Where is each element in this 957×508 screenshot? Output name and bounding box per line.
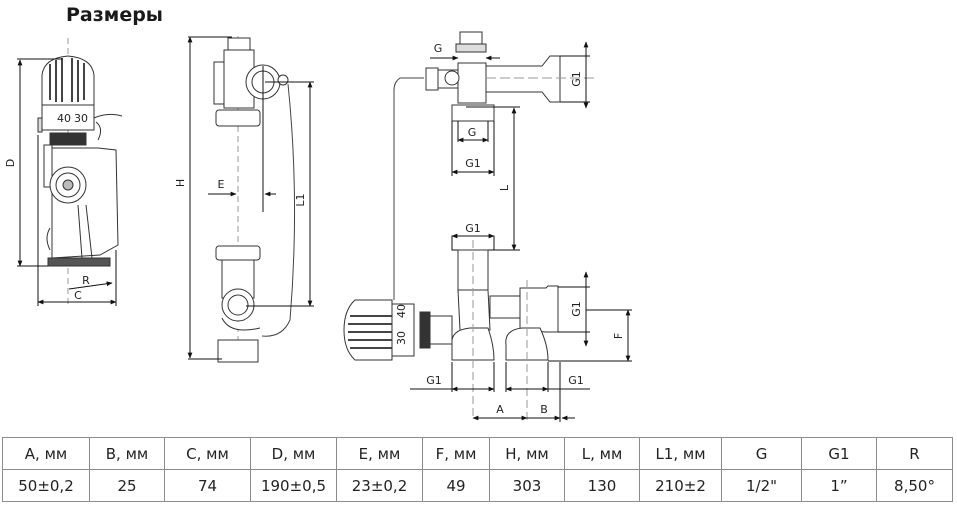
header-cell-l1: L1, мм xyxy=(639,437,722,470)
label-d: D xyxy=(4,159,17,167)
header-cell-f: F, мм xyxy=(422,437,490,470)
label-g1-mid-top: G1 xyxy=(465,157,481,170)
header-cell-a: A, мм xyxy=(2,437,90,470)
value-cell-f: 49 xyxy=(422,469,490,502)
table-values-row: 50±0,2 25 74 190±0,5 23±0,2 49 303 130 2… xyxy=(2,469,953,502)
header-cell-e: E, мм xyxy=(336,437,423,470)
header-cell-h: H, мм xyxy=(489,437,565,470)
label-c: C xyxy=(74,289,82,302)
knob-scale-30: 30 xyxy=(74,112,88,125)
label-l: L xyxy=(498,184,511,191)
label-g1-bottom-left: G1 xyxy=(426,374,442,387)
table-header-row: A, мм B, мм C, мм D, мм E, мм F, мм H, м… xyxy=(2,437,953,470)
value-cell-g: 1/2" xyxy=(721,469,802,502)
label-g1-mid-bottom: G1 xyxy=(465,222,481,235)
header-cell-g1: G1 xyxy=(801,437,877,470)
header-cell-b: B, мм xyxy=(89,437,165,470)
label-a: A xyxy=(496,403,504,416)
value-cell-b: 25 xyxy=(89,469,165,502)
label-g-mid: G xyxy=(468,126,477,139)
knob-scale-40-side: 40 xyxy=(395,304,408,318)
dimensions-table: A, мм B, мм C, мм D, мм E, мм F, мм H, м… xyxy=(2,437,953,502)
header-cell-c: C, мм xyxy=(164,437,251,470)
page-title: Размеры xyxy=(66,4,163,26)
label-r: R xyxy=(82,274,90,287)
value-cell-c: 74 xyxy=(164,469,251,502)
value-cell-d: 190±0,5 xyxy=(250,469,337,502)
header-cell-l: L, мм xyxy=(564,437,640,470)
header-cell-d: D, мм xyxy=(250,437,337,470)
detail-view xyxy=(343,31,596,420)
front-view xyxy=(213,36,296,363)
label-l1: L1 xyxy=(294,193,307,206)
label-g1-bottom-right: G1 xyxy=(568,374,584,387)
value-cell-r: 8,50° xyxy=(876,469,953,502)
side-view xyxy=(37,38,123,305)
value-cell-l1: 210±2 xyxy=(639,469,722,502)
label-b: B xyxy=(540,403,548,416)
label-g-top: G xyxy=(434,42,443,55)
label-f: F xyxy=(612,333,625,339)
header-cell-g: G xyxy=(721,437,802,470)
header-cell-r: R xyxy=(876,437,953,470)
knob-scale-40: 40 xyxy=(57,112,71,125)
value-cell-l: 130 xyxy=(564,469,640,502)
label-h: H xyxy=(174,179,187,187)
value-cell-a: 50±0,2 xyxy=(2,469,90,502)
value-cell-e: 23±0,2 xyxy=(336,469,423,502)
value-cell-g1: 1” xyxy=(801,469,877,502)
label-e: E xyxy=(218,178,225,191)
label-g1-right-mid: G1 xyxy=(570,301,583,317)
technical-drawing: D 40 30 R C H E L1 xyxy=(4,31,632,422)
dimension-line-r xyxy=(68,281,113,290)
value-cell-h: 303 xyxy=(489,469,565,502)
knob-scale-30-side: 30 xyxy=(395,331,408,345)
label-g1-right-top: G1 xyxy=(570,71,583,87)
